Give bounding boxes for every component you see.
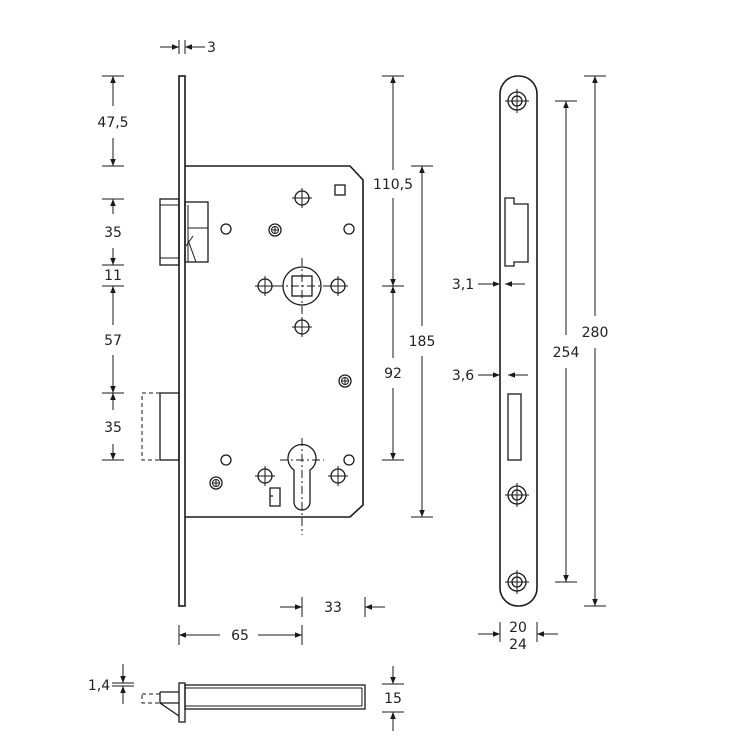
dim-body-depth: 15 bbox=[384, 691, 402, 707]
dim-forend-length: 280 bbox=[582, 325, 609, 341]
dimension-lines bbox=[102, 40, 606, 731]
dim-faceplate-thickness: 3 bbox=[207, 40, 216, 56]
dim-spindle-to-cylinder: 92 bbox=[384, 366, 402, 382]
dim-strike-screw-distance: 254 bbox=[553, 345, 580, 361]
dim-forend-width-outer: 24 bbox=[509, 637, 527, 653]
dim-latch-to-bolt: 57 bbox=[104, 333, 122, 349]
dim-forend-latch-offset: 3,1 bbox=[452, 277, 474, 293]
screws bbox=[209, 223, 352, 490]
side-view bbox=[141, 682, 366, 723]
dim-cylinder-to-back: 33 bbox=[324, 600, 342, 616]
dead-bolt bbox=[141, 392, 180, 461]
dim-body-height: 185 bbox=[409, 334, 436, 350]
mounting-holes bbox=[220, 223, 355, 466]
dim-forend-bolt-offset: 3,6 bbox=[452, 368, 474, 384]
forend-plate bbox=[499, 75, 538, 607]
dim-plate-thickness: 1,4 bbox=[88, 678, 110, 694]
dim-bolt-height: 35 bbox=[104, 420, 122, 436]
dim-backset: 65 bbox=[231, 628, 249, 644]
lock-body bbox=[185, 165, 364, 518]
latch-bolt bbox=[159, 198, 209, 266]
faceplate bbox=[178, 75, 186, 607]
small-square-mark bbox=[334, 184, 346, 196]
dim-top-to-latch: 47,5 bbox=[97, 115, 128, 131]
dim-latch-gap: 11 bbox=[104, 268, 122, 284]
spindle-hub bbox=[275, 258, 329, 314]
cylinder-cutout bbox=[269, 438, 324, 535]
dim-top-to-spindle: 110,5 bbox=[373, 177, 413, 193]
dim-forend-width-inner: 20 bbox=[509, 620, 527, 636]
dim-latch-height: 35 bbox=[104, 225, 122, 241]
lock-case bbox=[141, 75, 364, 607]
dimension-labels: 3 47,5 35 11 57 35 110,5 92 185 65 33 3,… bbox=[88, 40, 609, 707]
